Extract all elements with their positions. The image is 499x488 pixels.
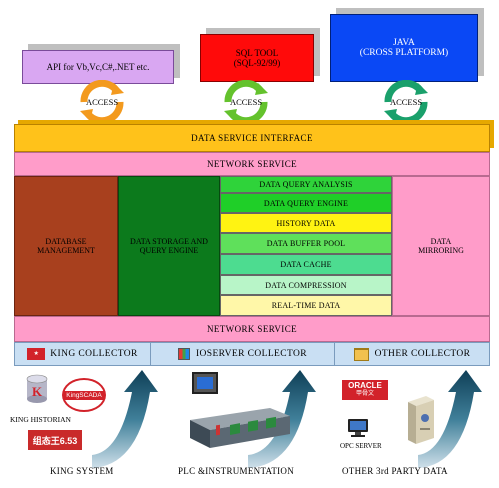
recycle-arrows-icon (80, 80, 124, 124)
stack-data-cache: DATA CACHE (220, 254, 392, 275)
kingview-logo-text: 组态王6.53 (32, 435, 78, 446)
recycle-arrows-icon (224, 80, 268, 124)
plc-instrumentation-label: PLC &INSTRUMENTATION (178, 466, 295, 476)
storage-line1: DATA STORAGE AND (130, 237, 208, 246)
storage-line2: QUERY ENGINE (139, 246, 199, 255)
stack-history-data: HISTORY DATA (220, 213, 392, 233)
access-ring-sql: ACCESS (220, 80, 272, 124)
opc-server-label: OPC SERVER (340, 442, 382, 450)
svg-text:K: K (32, 384, 43, 399)
folder-icon (353, 347, 369, 361)
sql-tool-box: SQL TOOL (SQL-92/99) (200, 34, 314, 82)
access-ring-api: ACCESS (76, 80, 128, 124)
engine-stack: DATA QUERY ANALYSIS DATA QUERY ENGINE HI… (220, 176, 392, 316)
king-historian-label: KING HISTORIAN (10, 415, 71, 424)
data-mirroring: DATA MIRRORING (392, 176, 490, 316)
mirroring-line2: MIRRORING (418, 246, 464, 255)
sql-tool-title: SQL TOOL (235, 48, 279, 58)
computer-icon (346, 418, 370, 438)
other-collector-label: OTHER COLLECTOR (374, 349, 471, 359)
access-label-2: ACCESS (229, 97, 263, 107)
network-bottom-label: NETWORK SERVICE (206, 324, 298, 334)
ioserver-icon (177, 348, 190, 360)
api-box: API for Vb,Vc,C#,.NET etc. (22, 50, 174, 84)
db-mgmt-line2: MANAGEMENT (37, 246, 95, 255)
stack-data-query-engine: DATA QUERY ENGINE (220, 193, 392, 213)
king-system-label: KING SYSTEM (50, 466, 114, 476)
mirroring-line1: DATA (430, 237, 452, 246)
data-service-interface-bar: DATA SERVICE INTERFACE (14, 124, 490, 152)
stack-data-buffer-pool: DATA BUFFER POOL (220, 233, 392, 254)
stack-data-compression: DATA COMPRESSION (220, 275, 392, 295)
stack-data-query-analysis: DATA QUERY ANALYSIS (220, 176, 392, 193)
kingscada-logo-text: KingSCADA (64, 390, 104, 400)
server-tower-icon (404, 396, 436, 444)
ioserver-collector[interactable]: IOSERVER COLLECTOR (151, 343, 335, 365)
db-mgmt-line1: DATABASE (45, 237, 87, 246)
king-logo-icon: ★ (27, 348, 46, 360)
network-service-top: NETWORK SERVICE (14, 152, 490, 176)
network-top-label: NETWORK SERVICE (206, 159, 298, 169)
kingview-logo: 组态王6.53 (28, 430, 82, 450)
recycle-arrows-icon (384, 80, 428, 124)
other-third-party-label: OTHER 3rd PARTY DATA (342, 466, 448, 476)
other-collector[interactable]: OTHER COLLECTOR (335, 343, 489, 365)
database-cylinder-icon: K (26, 374, 48, 404)
oracle-logo-text: ORACLE (348, 381, 382, 390)
oracle-logo-subtext: 甲骨文 (355, 391, 374, 397)
ioserver-collector-label: IOSERVER COLLECTOR (195, 349, 308, 359)
plc-rack-icon (190, 402, 290, 448)
oracle-logo: ORACLE 甲骨文 (342, 380, 388, 400)
king-collector[interactable]: ★ KING COLLECTOR (15, 343, 151, 365)
sql-tool-subtitle: (SQL-92/99) (233, 58, 281, 68)
java-box: JAVA (CROSS PLATFORM) (330, 14, 478, 82)
java-title: JAVA (393, 38, 415, 48)
kingscada-logo: KingSCADA (62, 378, 106, 412)
collector-row: ★ KING COLLECTOR IOSERVER COLLECTOR OTHE… (14, 342, 490, 366)
hmi-panel-icon (192, 372, 218, 394)
access-label-3: ACCESS (389, 97, 423, 107)
network-service-bottom: NETWORK SERVICE (14, 316, 490, 342)
access-label-1: ACCESS (85, 97, 119, 107)
king-collector-label: KING COLLECTOR (50, 349, 138, 359)
database-management: DATABASE MANAGEMENT (14, 176, 118, 316)
interface-label: DATA SERVICE INTERFACE (191, 133, 313, 143)
data-storage-query-engine: DATA STORAGE AND QUERY ENGINE (118, 176, 220, 316)
api-box-label: API for Vb,Vc,C#,.NET etc. (46, 62, 150, 72)
java-subtitle: (CROSS PLATFORM) (359, 48, 449, 58)
access-ring-java: ACCESS (380, 80, 432, 124)
stack-real-time-data: REAL-TIME DATA (220, 295, 392, 316)
